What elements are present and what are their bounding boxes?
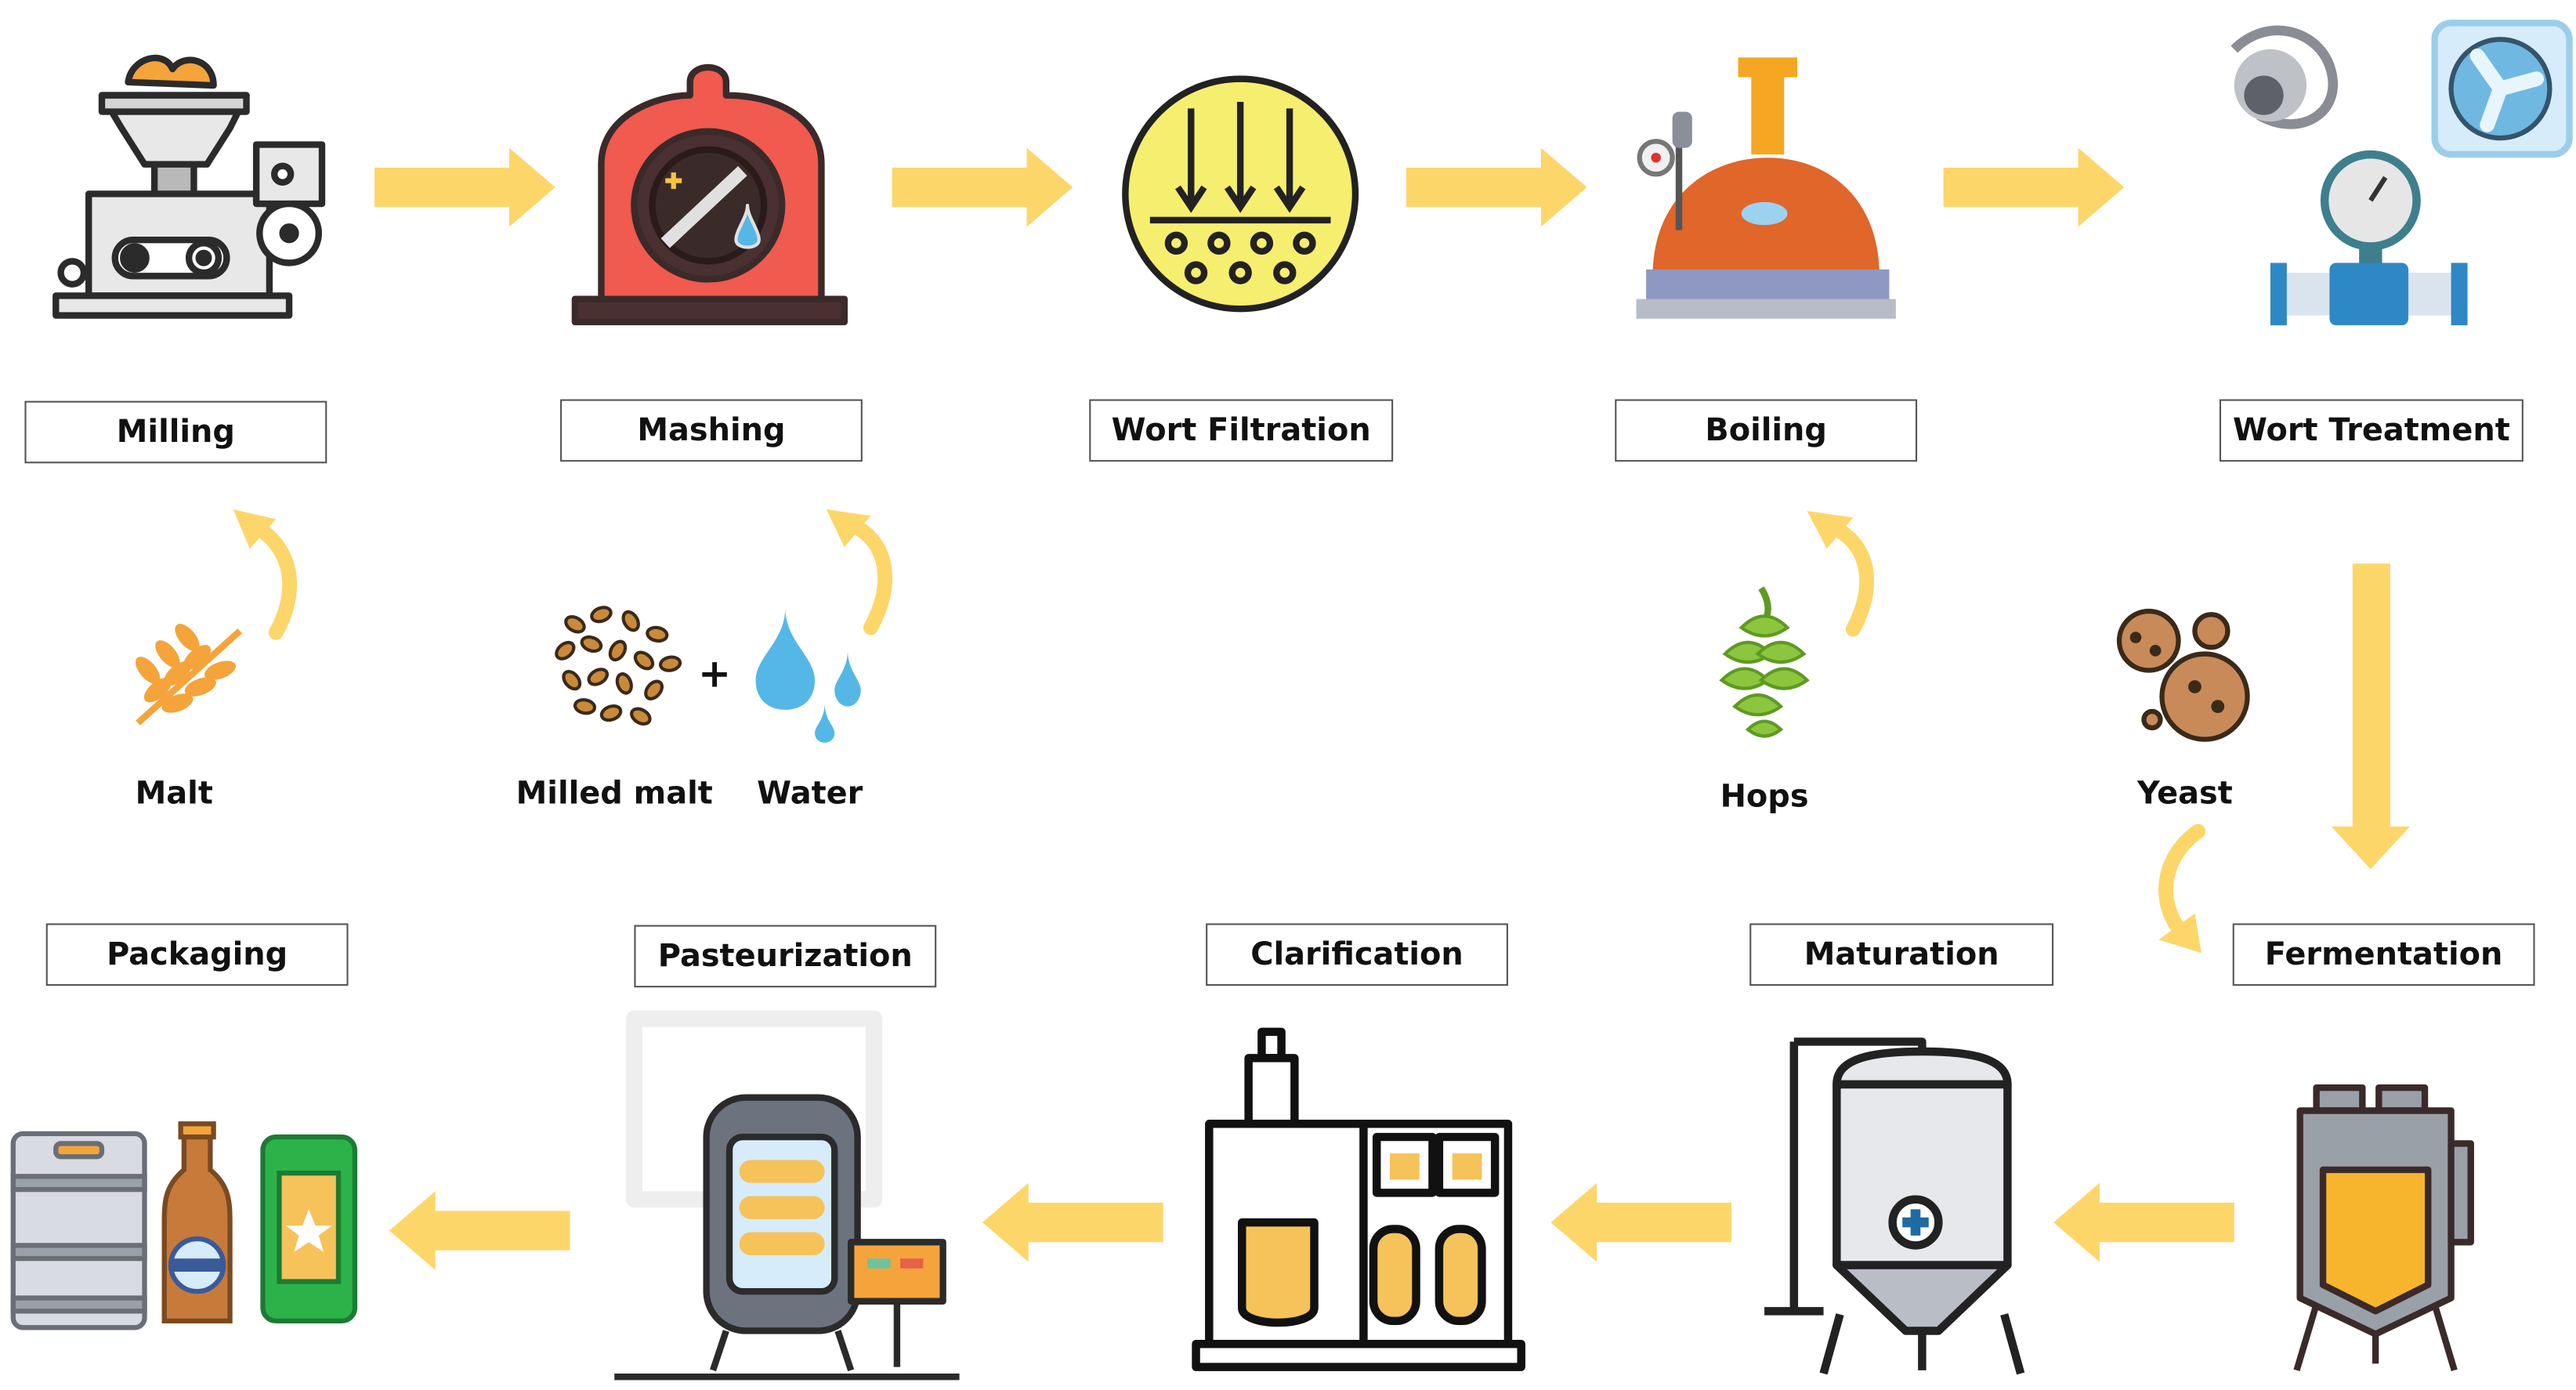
- step-label: Maturation: [1804, 936, 1999, 973]
- flow-arrow: [1943, 147, 2125, 227]
- input-label-yeast: Yeast: [2136, 775, 2233, 812]
- step-wort-treatment: Wort Treatment: [2219, 399, 2524, 462]
- pasteurizer-icon: [614, 1010, 960, 1381]
- pipe-gauge-icon: [2230, 20, 2573, 326]
- step-pasteurization: Pasteurization: [634, 925, 937, 988]
- brew-kettle-icon: [1636, 57, 1896, 319]
- step-milling: Milling: [24, 400, 327, 464]
- flow-arrow-left: [982, 1182, 1163, 1262]
- water-drops-icon: [755, 607, 861, 743]
- step-packaging: Packaging: [45, 923, 349, 986]
- step-label: Packaging: [107, 936, 288, 973]
- grains-icon: [555, 606, 682, 726]
- flow-arrow-left: [2053, 1182, 2234, 1262]
- mash-tun-icon: [571, 63, 848, 326]
- clarification-machine-icon: [1192, 1027, 1525, 1371]
- keg-bottle-can-icon: [10, 1121, 358, 1330]
- curved-arrow-mashing: [826, 509, 893, 635]
- curved-arrow-yeast: [2158, 824, 2206, 954]
- input-label-malt: Malt: [135, 775, 213, 812]
- input-label-milled-malt: Milled malt: [516, 775, 713, 812]
- fermenter-icon: [2293, 1084, 2474, 1372]
- curved-arrow-malt: [233, 509, 298, 640]
- step-fermentation: Fermentation: [2232, 923, 2535, 986]
- step-label: Milling: [116, 414, 235, 451]
- step-clarification: Clarification: [1206, 923, 1508, 986]
- flow-arrow: [374, 147, 555, 227]
- step-mashing: Mashing: [560, 399, 863, 462]
- step-wort-filtration: Wort Filtration: [1089, 399, 1394, 462]
- flow-arrow: [892, 147, 1073, 227]
- flow-arrow-left: [1550, 1182, 1732, 1262]
- hops-icon: [1719, 586, 1810, 738]
- flow-arrow-left: [389, 1191, 570, 1270]
- step-label: Clarification: [1250, 936, 1463, 973]
- yeast-icon: [2116, 608, 2250, 742]
- maturation-tank-icon: [1764, 1037, 2025, 1375]
- step-label: Wort Treatment: [2232, 412, 2510, 449]
- flow-arrow: [1406, 147, 1587, 227]
- filter-icon: [1122, 75, 1359, 313]
- wheat-icon: [136, 624, 242, 726]
- input-label-hops: Hops: [1720, 778, 1809, 816]
- step-label: Fermentation: [2264, 936, 2503, 973]
- step-label: Mashing: [637, 412, 786, 449]
- step-label: Boiling: [1705, 412, 1827, 449]
- flow-arrow-down: [2331, 563, 2411, 870]
- plus-sign: +: [698, 650, 732, 697]
- step-maturation: Maturation: [1749, 923, 2054, 986]
- step-label: Wort Filtration: [1111, 412, 1371, 449]
- mill-machine-icon: [52, 54, 326, 319]
- curved-arrow-hops: [1807, 511, 1875, 637]
- input-label-water: Water: [757, 775, 863, 812]
- step-boiling: Boiling: [1615, 399, 1918, 462]
- step-label: Pasteurization: [657, 938, 913, 975]
